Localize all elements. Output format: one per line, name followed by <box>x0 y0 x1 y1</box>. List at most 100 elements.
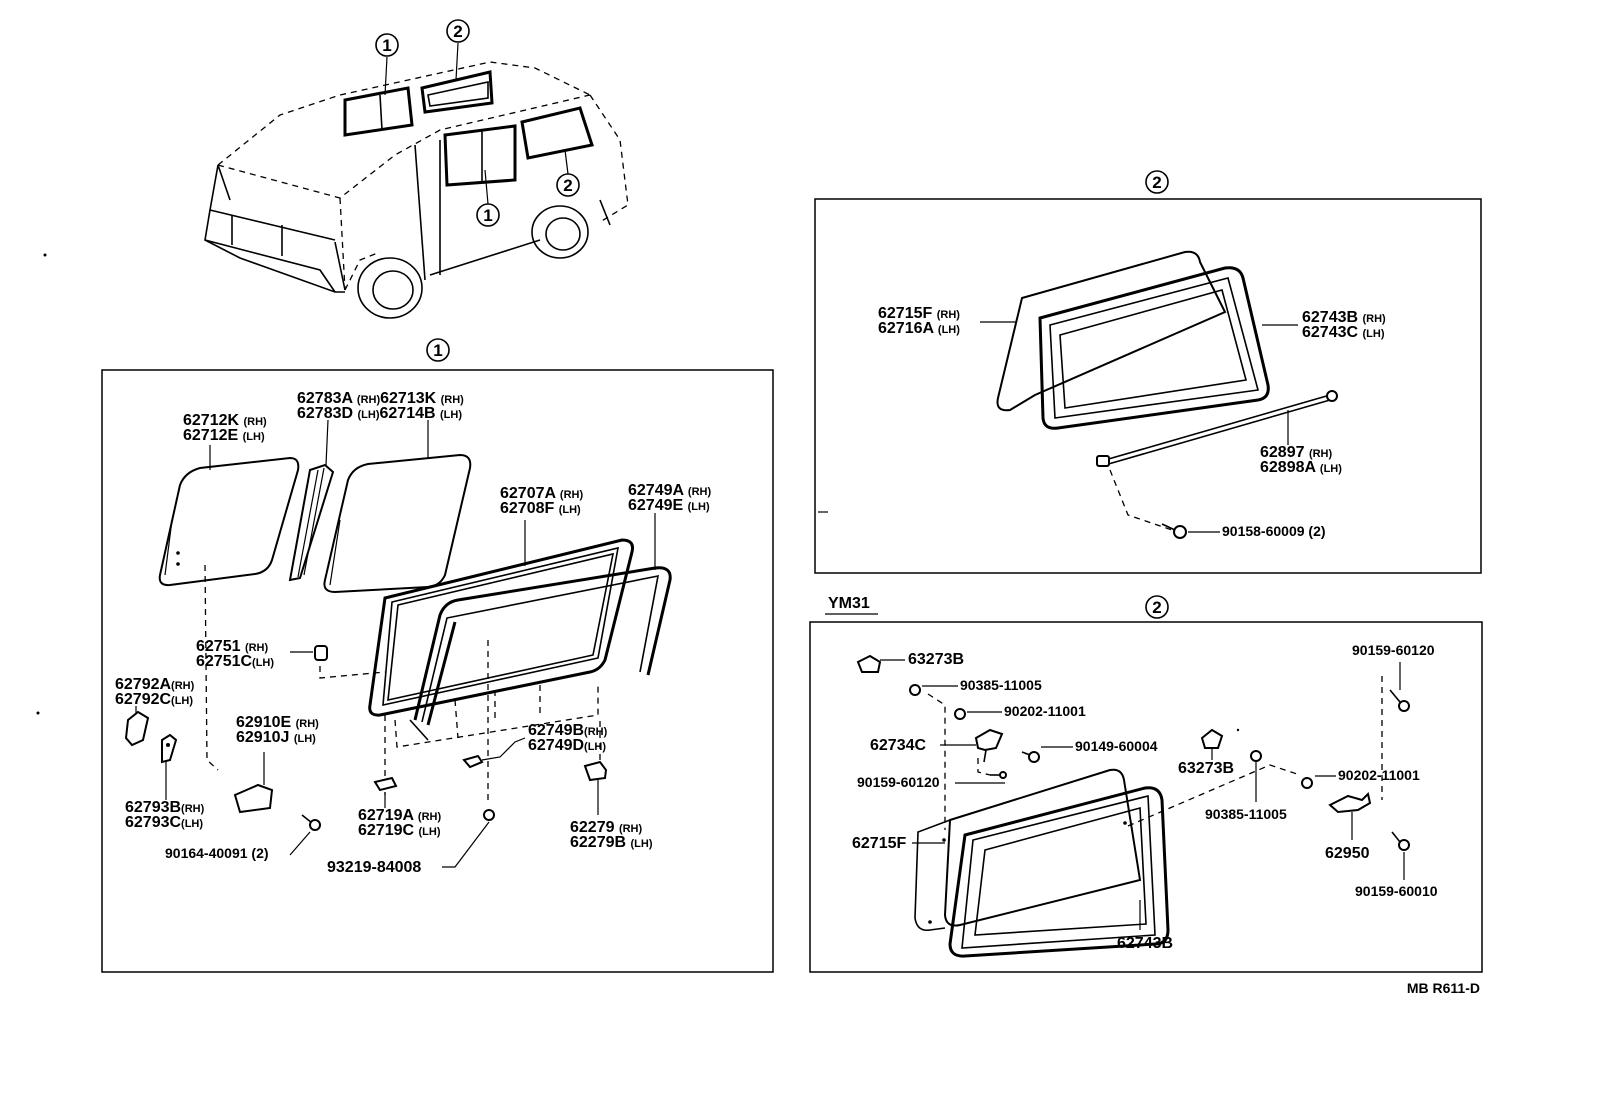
section-1-frame <box>101 369 774 973</box>
stray-dot <box>36 711 40 715</box>
screw-90164 <box>301 814 321 831</box>
label-62279: 62279 (RH) 62279B (LH) <box>570 819 653 851</box>
label-62897: 62897 (RH) 62898A (LH) <box>1260 444 1342 476</box>
clip-63273b-mid <box>1200 728 1224 749</box>
svg-text:62898A (LH): 62898A (LH) <box>1260 459 1342 476</box>
svg-text:62783D (LH)62714B (LH): 62783D (LH)62714B (LH) <box>297 405 462 422</box>
label-90164: 90164-40091 (2) <box>165 845 269 861</box>
bolt-90159-left <box>977 758 1007 779</box>
svg-text:2: 2 <box>1152 173 1161 192</box>
stray-dot <box>43 253 47 257</box>
callout-number: 1 <box>382 36 391 55</box>
label-62950: 62950 <box>1325 845 1370 862</box>
label-62719: 62719A (RH) 62719C (LH) <box>358 807 441 839</box>
label-62793: 62793B(RH) 62793C(LH) <box>125 799 205 831</box>
label-90149: 90149-60004 <box>1075 738 1158 754</box>
label-62715f: 62715F (RH) 62716A (LH) <box>878 305 960 337</box>
label-90159-left: 90159-60120 <box>857 774 940 790</box>
diagram-code: MB R611-D <box>1407 980 1480 996</box>
label-90202-right: 90202-11001 <box>1338 767 1420 783</box>
svg-text:62279 (RH): 62279 (RH) <box>570 819 643 836</box>
label-90385-mid: 90385-11005 <box>1205 806 1287 822</box>
svg-text:62749E (LH): 62749E (LH) <box>628 497 710 514</box>
bolt-90159-topright <box>1389 689 1410 712</box>
label-62749b: 62749B(RH) 62749D(LH) <box>528 722 608 754</box>
washer-90202-right <box>1301 777 1313 789</box>
regulator-62910 <box>233 783 274 814</box>
variant-label: YM31 <box>828 595 870 612</box>
van-callout-2-side: 2 <box>556 149 580 197</box>
section-2-header: 2 <box>1145 170 1169 194</box>
svg-text:62783A (RH)62713K (RH): 62783A (RH)62713K (RH) <box>297 390 464 407</box>
glass-62713 <box>323 453 472 594</box>
svg-text:62910J (LH): 62910J (LH) <box>236 729 316 746</box>
callout-number: 1 <box>483 206 492 225</box>
bracket-62950 <box>1328 792 1372 814</box>
svg-text:62793B(RH): 62793B(RH) <box>125 799 205 816</box>
weatherstrip-62743b-ym31 <box>948 786 1170 958</box>
nut-90385-top <box>909 684 921 696</box>
label-62715f-ym31: 62715F <box>852 835 906 852</box>
svg-text:62792C(LH): 62792C(LH) <box>115 691 193 708</box>
clip-62751 <box>314 645 328 661</box>
screw-90149 <box>1021 751 1040 763</box>
svg-text:62712K (RH): 62712K (RH) <box>183 412 267 429</box>
label-62734c: 62734C <box>870 737 926 754</box>
svg-text:62743C (LH): 62743C (LH) <box>1302 324 1385 341</box>
glass-62712 <box>158 456 300 587</box>
screw-93219 <box>483 809 495 821</box>
svg-text:62708F (LH): 62708F (LH) <box>500 500 581 517</box>
label-62792: 62792A(RH) 62792C(LH) <box>115 676 195 708</box>
label-63273b-top: 63273B <box>908 651 964 668</box>
glass-62715f-ym31 <box>914 768 1142 932</box>
svg-text:2: 2 <box>1152 598 1161 617</box>
svg-text:62719C (LH): 62719C (LH) <box>358 822 441 839</box>
label-62783-62713: 62783A (RH)62713K (RH) 62783D (LH)62714B… <box>297 390 464 422</box>
washer-90202-top <box>954 708 966 720</box>
section-1-header: 1 <box>426 338 450 362</box>
screw-90158 <box>1161 523 1187 539</box>
svg-text:62897 (RH): 62897 (RH) <box>1260 444 1333 461</box>
svg-text:62715F (RH): 62715F (RH) <box>878 305 960 322</box>
svg-text:62279B (LH): 62279B (LH) <box>570 834 653 851</box>
bracket-62792 <box>124 710 150 747</box>
svg-text:62707A (RH): 62707A (RH) <box>500 485 583 502</box>
van-callout-1-side: 1 <box>476 169 500 227</box>
nut-90385-mid <box>1250 750 1262 762</box>
section-2-frame <box>814 198 1482 574</box>
label-90158: 90158-60009 (2) <box>1222 523 1326 539</box>
svg-text:62751 (RH): 62751 (RH) <box>196 638 269 655</box>
bolt-90159-bottom <box>1391 831 1410 851</box>
svg-text:62749B(RH): 62749B(RH) <box>528 722 608 739</box>
label-90159-bottom: 90159-60010 <box>1355 883 1438 899</box>
clip-63273b-top <box>856 654 882 673</box>
label-62751: 62751 (RH) 62751C(LH) <box>196 638 274 670</box>
clip-62749b <box>462 737 526 769</box>
svg-text:62712E (LH): 62712E (LH) <box>183 427 265 444</box>
van-callout-2-top: 2 <box>446 19 470 81</box>
svg-text:62719A (RH): 62719A (RH) <box>358 807 441 824</box>
pad-62279 <box>583 760 608 782</box>
svg-text:62743B (RH): 62743B (RH) <box>1302 309 1386 326</box>
callout-number: 2 <box>563 176 572 195</box>
svg-text:62749D(LH): 62749D(LH) <box>528 737 606 754</box>
svg-text:1: 1 <box>433 341 442 360</box>
run-channel-62707 <box>368 538 634 717</box>
van-callout-1-top: 1 <box>375 33 399 96</box>
glass-62715f <box>996 250 1227 412</box>
section-3-frame <box>809 621 1483 973</box>
svg-text:62749A (RH): 62749A (RH) <box>628 482 711 499</box>
label-62910: 62910E (RH) 62910J (LH) <box>236 714 319 746</box>
pad-62719 <box>373 776 398 792</box>
label-93219: 93219-84008 <box>327 859 421 876</box>
label-62707: 62707A (RH) 62708F (LH) <box>500 485 583 517</box>
section-3-header: 2 <box>1145 595 1169 619</box>
label-62743b-ym31: 62743B <box>1117 935 1173 952</box>
svg-text:62910E (RH): 62910E (RH) <box>236 714 319 731</box>
label-90159-topright: 90159-60120 <box>1352 642 1435 658</box>
channel-62783 <box>288 463 335 582</box>
weatherstrip-62749 <box>409 566 672 741</box>
weatherstrip-62743b <box>1038 266 1270 430</box>
svg-text:62792A(RH): 62792A(RH) <box>115 676 195 693</box>
